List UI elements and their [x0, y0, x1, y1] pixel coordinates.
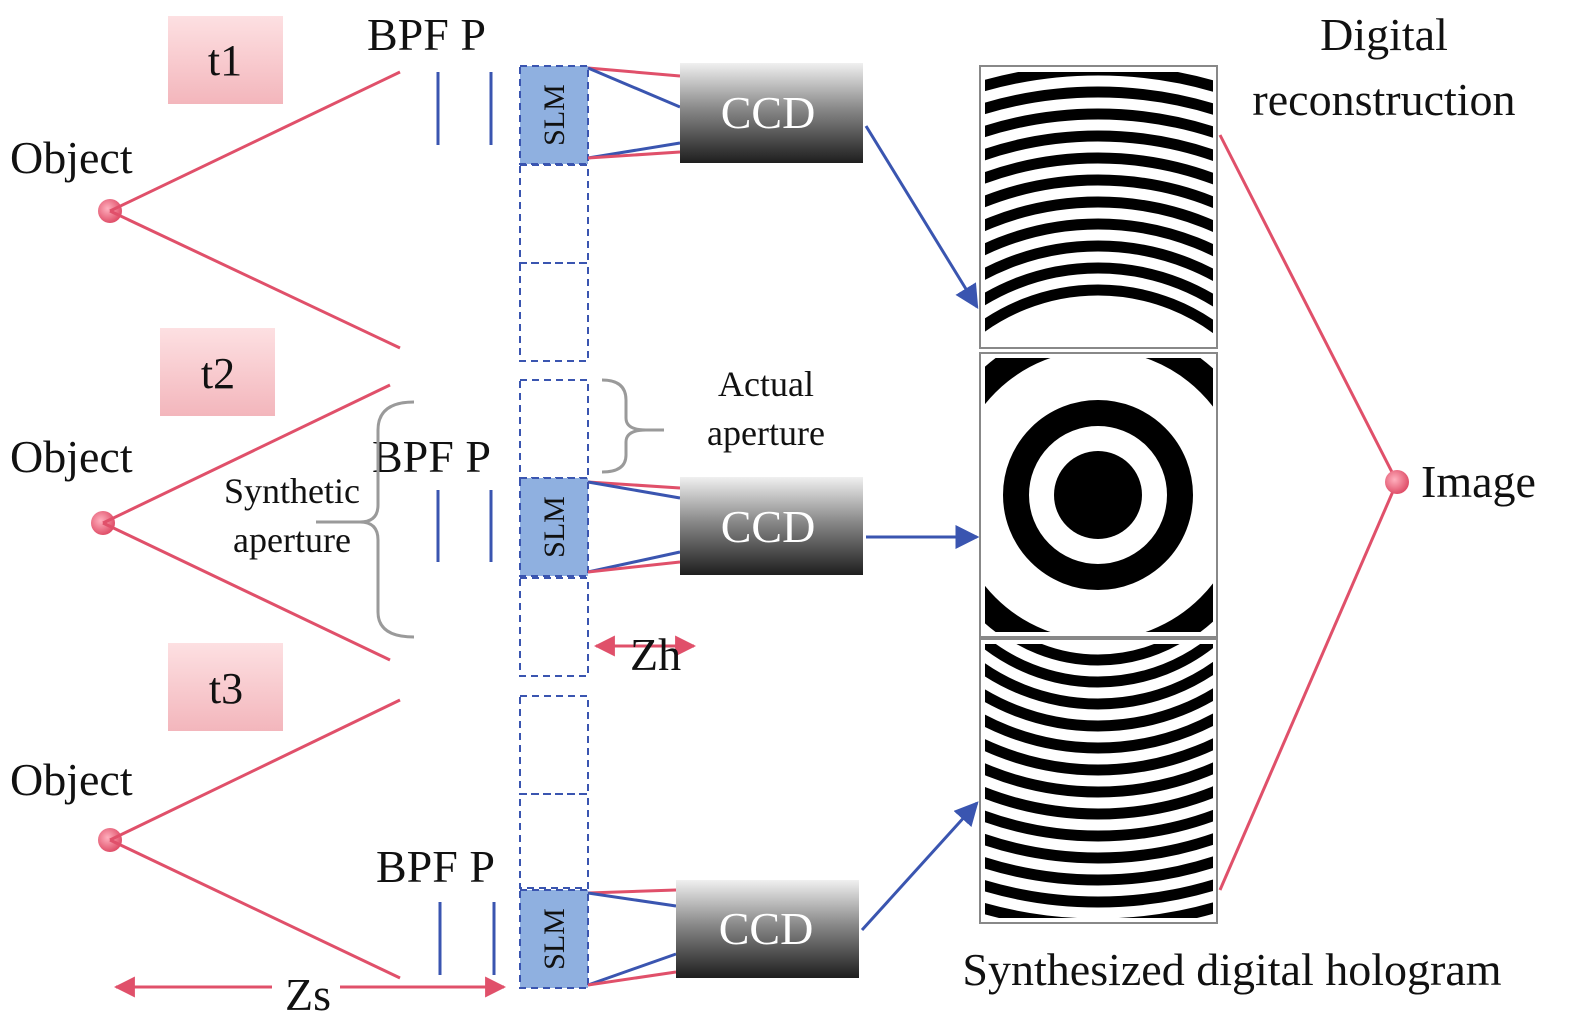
fringe-ring: [985, 174, 1213, 209]
ccd-t2: CCD: [680, 477, 863, 575]
timestamp-badge-t3: [168, 643, 283, 731]
fringe-ring: [985, 86, 1213, 115]
sub-aperture: [519, 379, 589, 479]
actual-aperture-label-line2: aperture: [707, 413, 825, 453]
digital-reconstruction-label-line1: Digital: [1320, 9, 1448, 60]
beams-t3: [587, 888, 677, 987]
stage-t3: t3 Object BPF P: [10, 643, 496, 980]
fringe-ring: [985, 108, 1213, 138]
fringe-ring: [985, 879, 1213, 908]
synthetic-aperture-label-line1: Synthetic: [224, 471, 360, 511]
slm-t2: SLM: [519, 477, 589, 577]
sub-aperture: [519, 695, 589, 795]
ccd-label-t3: CCD: [719, 903, 814, 954]
bpf-p-label-t3: BPF P: [376, 841, 495, 892]
fringe-ring: [985, 809, 1213, 842]
slm-label-t3: SLM: [538, 908, 571, 970]
arrow-icon: [860, 801, 979, 932]
fringe-ring: [985, 284, 1213, 334]
fringe-ring: [985, 661, 1213, 710]
timestamp-badge-t1: [168, 16, 283, 104]
fringe-ring: [985, 152, 1213, 185]
zs-label: Zs: [285, 969, 331, 1020]
ccd-t3: CCD: [676, 880, 859, 978]
arrow-icon: [864, 125, 979, 310]
ccd-label-t2: CCD: [721, 501, 816, 552]
fringe-ring: [985, 240, 1213, 282]
fringe-ring: [985, 218, 1213, 257]
sub-aperture: [519, 793, 589, 889]
beams-t1: [587, 66, 681, 160]
ccd-t1: CCD: [680, 63, 863, 163]
fringe-ring: [1016, 644, 1180, 666]
ray-upper-t2: [102, 383, 391, 525]
ray-upper-t1: [109, 70, 401, 213]
bpf-p-label-t2: BPF P: [372, 431, 491, 482]
hologram-panel-middle: [979, 352, 1218, 638]
sub-aperture: [519, 262, 589, 362]
fringe-ring: [985, 833, 1213, 864]
hologram-panel-bottom: [979, 638, 1218, 924]
slm-label-t1: SLM: [538, 84, 571, 146]
ccd-label-t1: CCD: [721, 87, 816, 138]
ray-lower-t1: [109, 209, 401, 350]
slm-t3: SLM: [519, 889, 589, 989]
stage-t1: t1 Object BPF P: [10, 9, 493, 350]
fringe-ring: [985, 196, 1213, 232]
object-label-t1: Object: [10, 132, 133, 183]
ray-upper-t3: [109, 698, 401, 842]
fringe-ring: [985, 130, 1213, 162]
timestamp-badge-t2: [160, 328, 275, 416]
ray-lower-t2: [102, 521, 391, 662]
timestamp-label-t2: t2: [201, 349, 235, 398]
fringe-ring: [985, 786, 1213, 820]
synthetic-aperture-label-line2: aperture: [233, 520, 351, 560]
slm-t1: SLM: [519, 65, 589, 165]
bpf-p-label-t1: BPF P: [367, 9, 486, 60]
fringe-ring: [1003, 400, 1193, 590]
image-label: Image: [1421, 456, 1536, 507]
fringe-ring: [985, 856, 1213, 886]
sub-aperture: [519, 164, 589, 264]
beams-t2: [587, 480, 681, 574]
synthesized-hologram-label: Synthesized digital hologram: [962, 944, 1501, 995]
fringe-center: [1054, 451, 1142, 539]
fringe-ring: [985, 262, 1213, 307]
fringe-ring: [985, 713, 1213, 754]
object-label-t2: Object: [10, 431, 133, 482]
ray-lower-t3: [109, 838, 401, 980]
zh-label: Zh: [630, 629, 681, 680]
slm-label-t2: SLM: [538, 496, 571, 558]
reconstruction-ray-lower: [1218, 481, 1399, 891]
slm-column: [519, 164, 589, 889]
object-label-t3: Object: [10, 754, 133, 805]
timestamp-label-t3: t3: [209, 664, 243, 713]
stage-t2: t2 Object BPF P Synthetic aperture Actua…: [10, 328, 825, 662]
fringe-ring: [985, 688, 1213, 732]
sub-aperture: [519, 577, 589, 677]
hologram-panel-top: [979, 65, 1218, 349]
digital-reconstruction-label-line2: reconstruction: [1252, 74, 1515, 125]
timestamp-label-t1: t1: [208, 36, 242, 85]
fringe-ring: [985, 762, 1213, 798]
reconstruction-ray-upper: [1218, 134, 1399, 483]
fringe-ring: [985, 644, 1213, 688]
image-point-icon: [1385, 470, 1409, 494]
fringe-ring: [985, 738, 1213, 776]
actual-aperture-label-line1: Actual: [718, 364, 814, 404]
bracket-icon: [601, 378, 647, 474]
